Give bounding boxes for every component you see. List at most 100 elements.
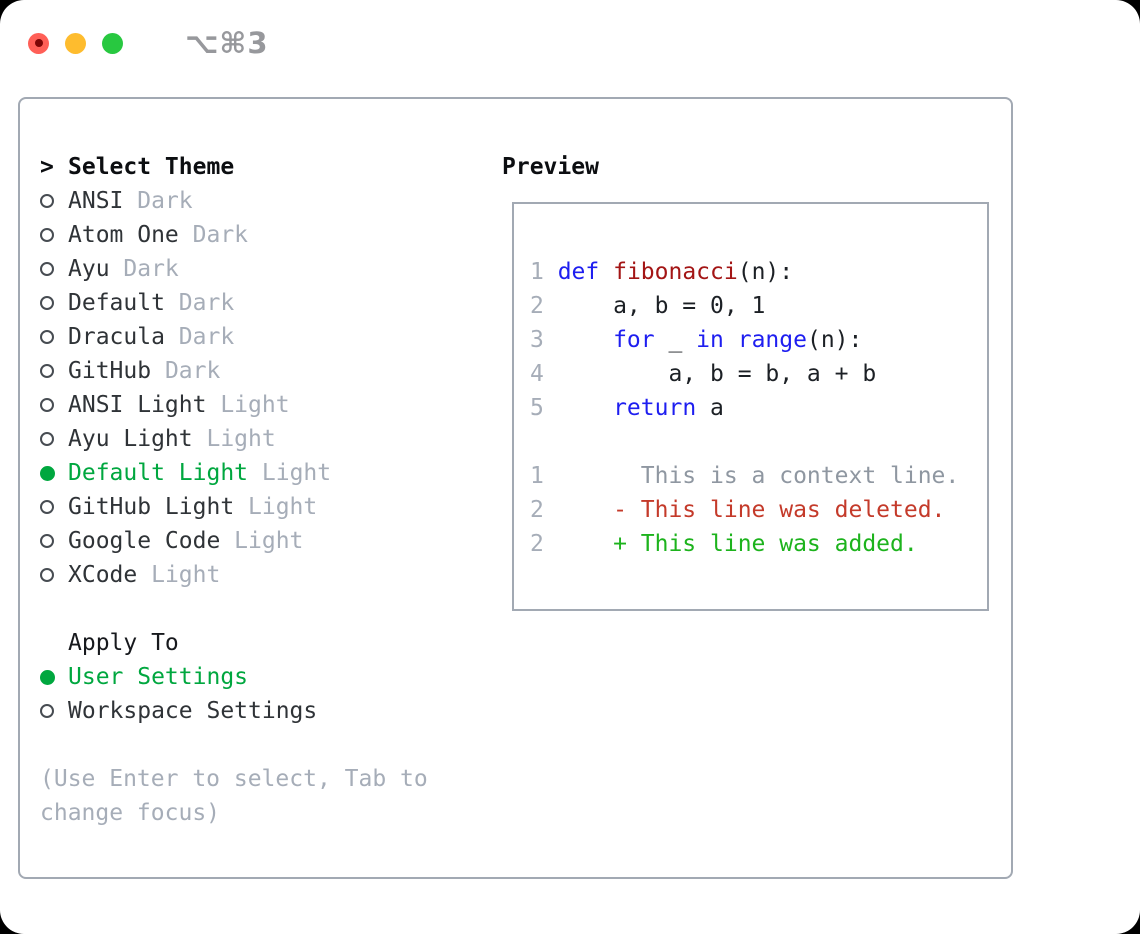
theme-option-google-code-light[interactable]: Google Code Light	[40, 524, 502, 558]
code-segment: - This line was deleted.	[557, 497, 946, 523]
code-line: 1 This is a context line.	[530, 459, 987, 493]
blank-line	[530, 425, 987, 459]
line-number: 2	[530, 531, 544, 557]
theme-variant: Dark	[178, 290, 235, 316]
minimize-button[interactable]	[65, 32, 86, 54]
code-segment: + This line was added.	[557, 531, 918, 557]
theme-name: ANSI Light	[68, 392, 221, 418]
theme-option-ayu-light-light[interactable]: Ayu Light Light	[40, 422, 502, 456]
theme-name: Default Light	[68, 460, 262, 486]
radio-unselected-icon	[40, 694, 68, 728]
radio-unselected-icon	[40, 388, 68, 422]
code-line: 2 a, b = 0, 1	[530, 289, 987, 323]
code-segment	[558, 391, 613, 425]
code-segment: a, b = 0, 1	[557, 293, 766, 319]
theme-list-header-row: > Select Theme	[40, 150, 502, 184]
theme-name: Default	[68, 290, 179, 316]
line-number: 3	[530, 327, 544, 353]
theme-name: ANSI	[68, 188, 138, 214]
theme-variant: Light	[206, 426, 276, 452]
theme-variant: Light	[220, 392, 290, 418]
apply-to-title: Apply To	[68, 630, 179, 656]
code-segment: return	[613, 395, 697, 421]
theme-name: GitHub Light	[68, 494, 249, 520]
code-segment	[599, 255, 613, 289]
preview-title: Preview	[502, 154, 599, 180]
theme-option-default-light-light[interactable]: Default Light Light	[40, 456, 502, 490]
code-segment: fibonacci	[613, 259, 738, 285]
apply-option-workspace-settings[interactable]: Workspace Settings	[40, 694, 502, 728]
line-number: 5	[530, 395, 544, 421]
code-line: 3 for _ in range(n):	[530, 323, 987, 357]
theme-variant: Dark	[137, 188, 193, 214]
radio-unselected-icon	[40, 354, 68, 388]
theme-variant: Dark	[123, 256, 179, 282]
code-segment: def	[557, 259, 600, 285]
keyboard-hint: (Use Enter to select, Tab to change focu…	[40, 766, 428, 826]
radio-unselected-icon	[40, 286, 68, 320]
cursor-indicator: >	[40, 154, 54, 180]
radio-unselected-icon	[40, 218, 68, 252]
code-segment: a	[696, 395, 724, 421]
radio-selected-icon	[40, 660, 68, 694]
code-segment: for	[613, 327, 655, 353]
theme-option-xcode-light[interactable]: XCode Light	[40, 558, 502, 592]
close-button[interactable]	[28, 32, 49, 54]
code-line: 2 - This line was deleted.	[530, 493, 987, 527]
code-segment: range	[737, 327, 807, 353]
theme-option-ansi-dark[interactable]: ANSI Dark	[40, 184, 502, 218]
radio-unselected-icon	[40, 320, 68, 354]
theme-option-dracula-dark[interactable]: Dracula Dark	[40, 320, 502, 354]
line-number: 2	[530, 293, 544, 319]
theme-variant: Light	[261, 460, 332, 486]
theme-variant: Light	[234, 528, 304, 554]
line-number: 1	[530, 259, 544, 285]
apply-option-user-settings[interactable]: User Settings	[40, 660, 502, 694]
theme-list-title: Select Theme	[68, 154, 235, 180]
code-segment	[724, 323, 738, 357]
theme-name: GitHub	[68, 358, 165, 384]
theme-variant: Dark	[178, 324, 235, 350]
theme-option-atom-one-dark[interactable]: Atom One Dark	[40, 218, 502, 252]
code-line: 4 a, b = b, a + b	[530, 357, 987, 391]
code-segment: (n):	[737, 259, 794, 285]
code-segment: in	[696, 327, 724, 353]
theme-variant: Dark	[164, 358, 221, 384]
code-segment: (n):	[806, 327, 863, 353]
radio-unselected-icon	[40, 252, 68, 286]
theme-option-github-light-light[interactable]: GitHub Light Light	[40, 490, 502, 524]
apply-option-label: Workspace Settings	[68, 698, 318, 724]
window-shortcut-label: ⌥⌘3	[185, 26, 269, 60]
theme-option-ansi-light-light[interactable]: ANSI Light Light	[40, 388, 502, 422]
line-number: 1	[530, 463, 544, 489]
theme-name: Atom One	[68, 222, 193, 248]
theme-variant: Light	[151, 562, 221, 588]
radio-selected-icon	[40, 456, 68, 490]
code-line: 1 def fibonacci(n):	[530, 255, 987, 289]
theme-variant: Light	[248, 494, 318, 520]
theme-option-default-dark[interactable]: Default Dark	[40, 286, 502, 320]
code-segment: This is a context line.	[557, 463, 960, 489]
theme-name: Ayu	[68, 256, 124, 282]
apply-to-header-row: Apply To	[40, 626, 502, 660]
apply-to-spacer	[40, 626, 68, 660]
unsaved-dot-icon	[34, 39, 43, 47]
theme-name: Dracula	[68, 324, 179, 350]
line-number: 4	[530, 361, 544, 387]
code-segment	[558, 323, 613, 357]
theme-variant: Dark	[192, 222, 249, 248]
zoom-button[interactable]	[102, 32, 123, 54]
theme-option-github-dark[interactable]: GitHub Dark	[40, 354, 502, 388]
apply-option-label: User Settings	[68, 664, 249, 690]
line-number: 2	[530, 497, 544, 523]
radio-unselected-icon	[40, 422, 68, 456]
radio-unselected-icon	[40, 184, 68, 218]
theme-option-ayu-dark[interactable]: Ayu Dark	[40, 252, 502, 286]
code-segment: _	[654, 327, 697, 353]
